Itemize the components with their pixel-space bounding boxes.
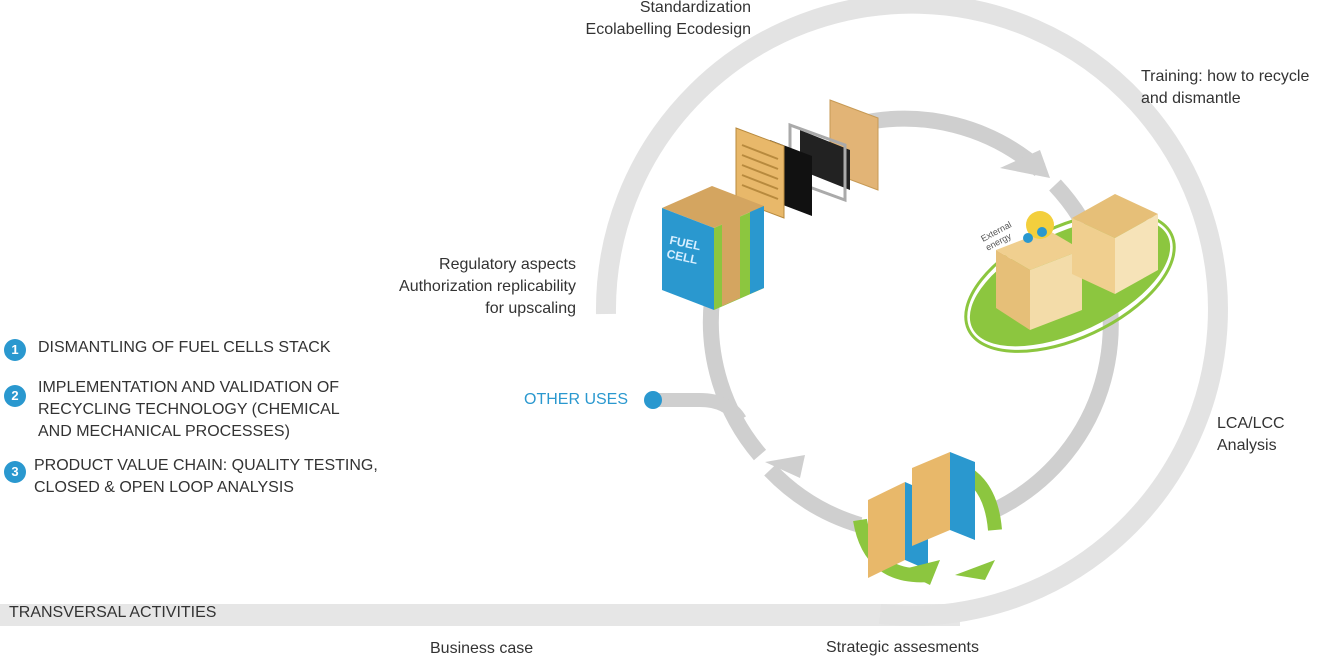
step-2-number: 2	[4, 385, 26, 407]
training-line1: Training: how to recycle	[1141, 68, 1310, 85]
lca-line2: Analysis	[1217, 437, 1277, 454]
regulatory-line3: for upscaling	[485, 300, 576, 317]
step-1-text: DISMANTLING OF FUEL CELLS STACK	[38, 337, 331, 359]
step-1: 1 DISMANTLING OF FUEL CELLS STACK	[4, 337, 331, 361]
step-2-line3: AND MECHANICAL PROCESSES)	[38, 423, 290, 440]
step-2-line2: RECYCLING TECHNOLOGY (CHEMICAL	[38, 401, 340, 418]
standardization-line2: Ecolabelling Ecodesign	[585, 21, 751, 38]
other-uses-branch	[652, 393, 747, 424]
step-3-number: 3	[4, 461, 26, 483]
transversal-band	[0, 604, 960, 626]
step-3-text: PRODUCT VALUE CHAIN: QUALITY TESTING, CL…	[34, 455, 378, 499]
inner-ring-left	[702, 299, 767, 461]
step-2: 2 IMPLEMENTATION AND VALIDATION OF RECYC…	[4, 377, 340, 443]
regulatory-line1: Regulatory aspects	[439, 256, 576, 273]
regulatory-label: Regulatory aspects Authorization replica…	[399, 254, 576, 320]
regulatory-line2: Authorization replicability	[399, 278, 576, 295]
other-uses-label: OTHER USES	[524, 391, 629, 408]
inner-ring-bottom	[764, 464, 863, 533]
training-line2: and dismantle	[1141, 90, 1241, 107]
standardization-label: Standardization Ecolabelling Ecodesign	[586, 0, 751, 41]
step-3-line1: PRODUCT VALUE CHAIN: QUALITY TESTING,	[34, 457, 378, 474]
lca-label: LCA/LCC Analysis	[1217, 413, 1285, 457]
step-2-text: IMPLEMENTATION AND VALIDATION OF RECYCLI…	[38, 377, 340, 443]
step-3: 3 PRODUCT VALUE CHAIN: QUALITY TESTING, …	[4, 455, 378, 499]
step-1-number: 1	[4, 339, 26, 361]
step-1-line1: DISMANTLING OF FUEL CELLS STACK	[38, 339, 331, 356]
standardization-line1: Standardization	[639, 0, 751, 16]
strategic-assessments-label: Strategic assesments	[826, 639, 979, 656]
recycling-process-icon	[964, 194, 1176, 353]
fuel-cell-icon	[662, 186, 764, 310]
ring-arrow-top	[1000, 150, 1050, 178]
step-2-line1: IMPLEMENTATION AND VALIDATION OF	[38, 379, 340, 396]
ring-arrow-left	[765, 455, 805, 478]
recycled-stacks-icon	[853, 452, 1002, 585]
step-3-line2: CLOSED & OPEN LOOP ANALYSIS	[34, 479, 294, 496]
other-uses-dot	[644, 391, 662, 409]
transversal-activities-label: TRANSVERSAL ACTIVITIES	[9, 604, 217, 621]
exploded-plates-icon	[735, 99, 879, 219]
outer-ring	[595, 0, 1228, 626]
inner-ring-top	[856, 110, 1046, 177]
business-case-label: Business case	[430, 640, 534, 657]
training-label: Training: how to recycle and dismantle	[1141, 66, 1309, 110]
lca-line1: LCA/LCC	[1217, 415, 1285, 432]
